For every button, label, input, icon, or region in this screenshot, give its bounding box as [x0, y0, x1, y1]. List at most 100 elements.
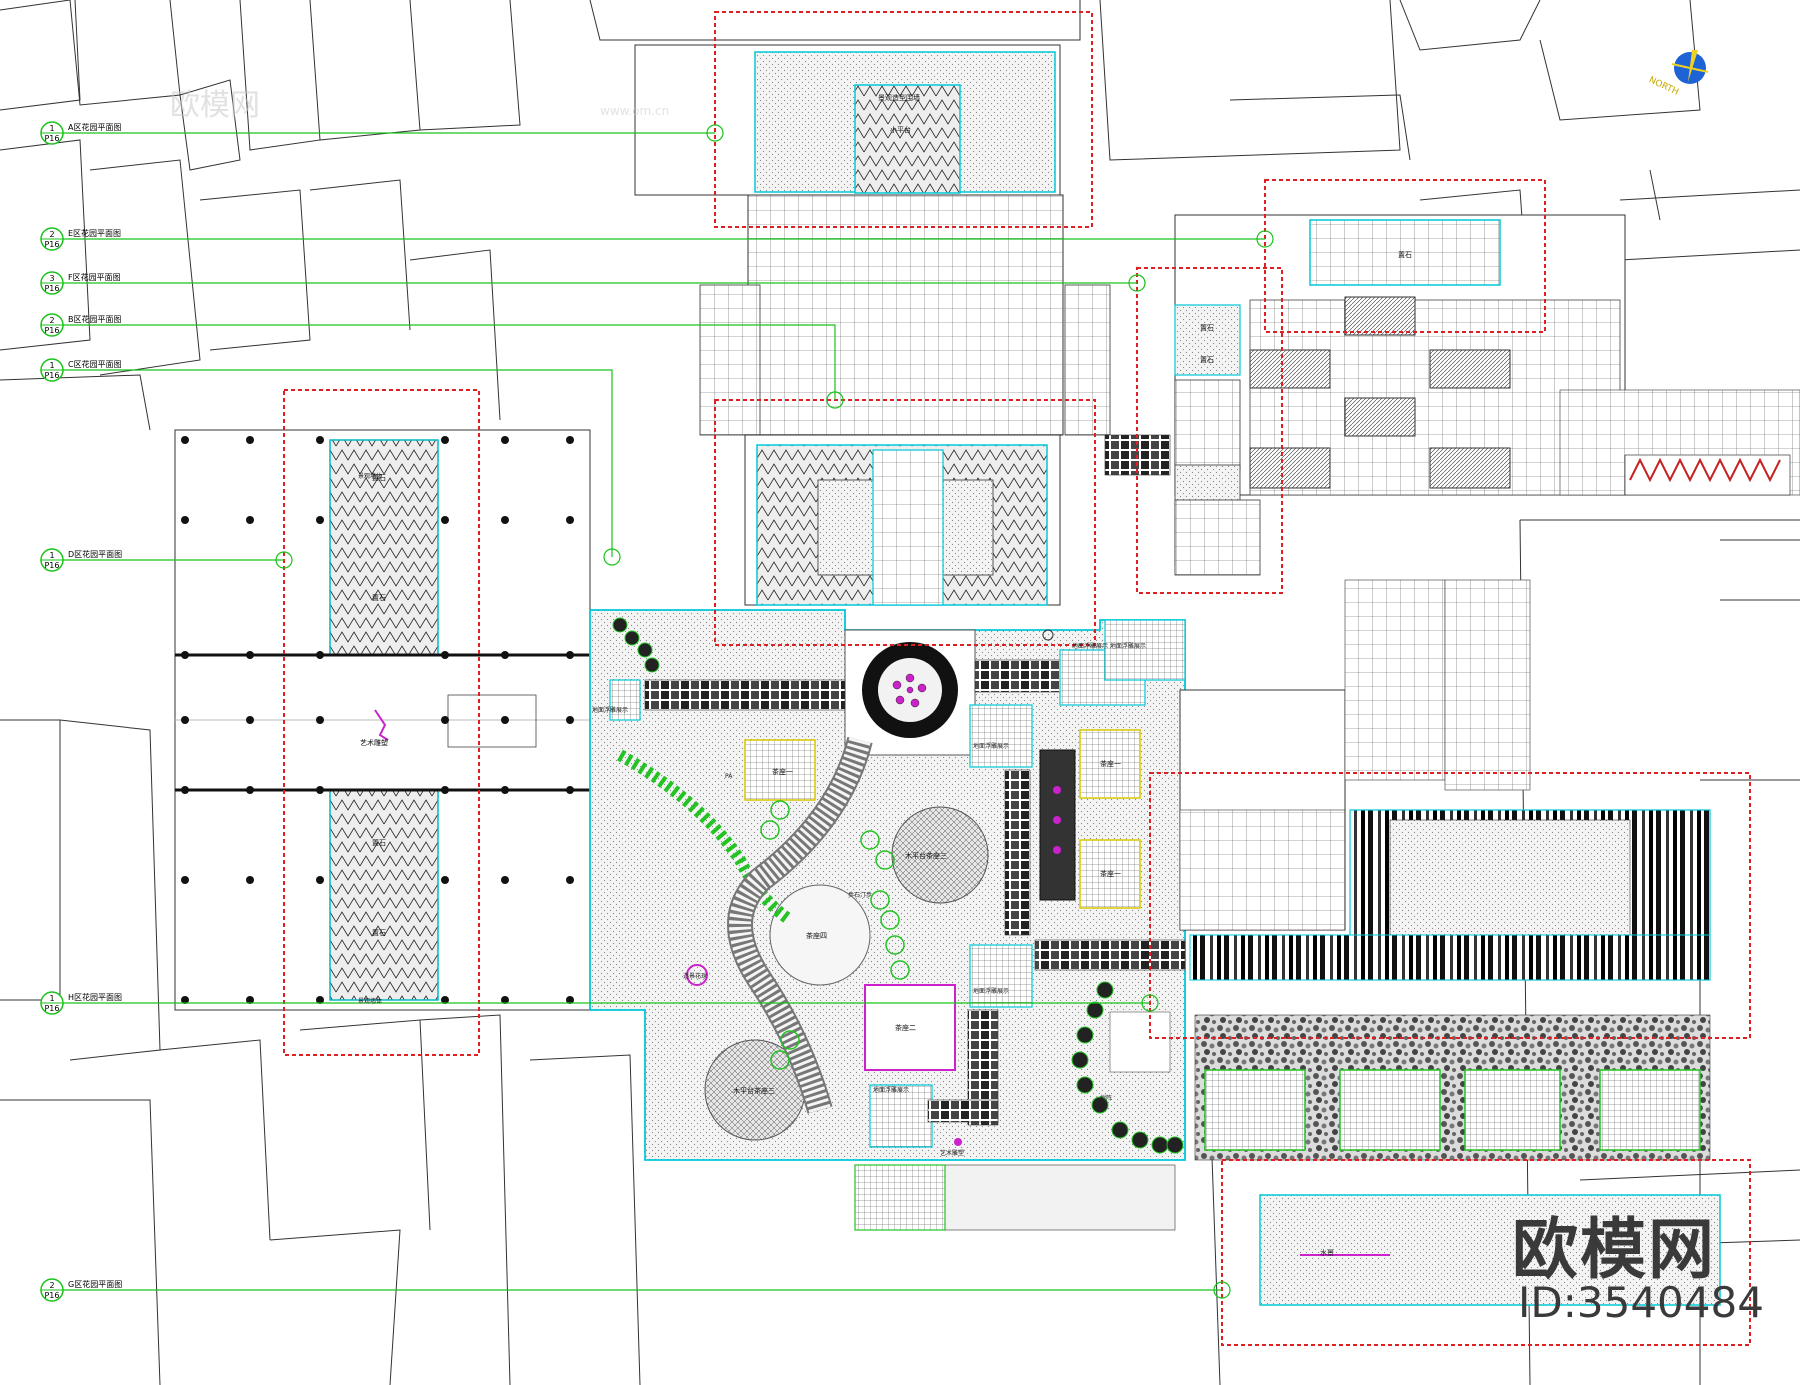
- zone-frame-g: [1221, 1159, 1751, 1346]
- pavilion-post: [181, 516, 189, 524]
- callout-sheet: P16: [44, 371, 59, 380]
- callout-sheet: P16: [44, 561, 59, 570]
- callout-label: F区花园平面图: [68, 272, 121, 282]
- label-tea3: 茶座一: [1100, 759, 1121, 768]
- callout-label: A区花园平面图: [68, 122, 121, 132]
- callout-sheet: P16: [44, 134, 59, 143]
- pavilion-post: [316, 876, 324, 884]
- zone-frame-b: [714, 399, 1096, 646]
- pavilion-post: [181, 716, 189, 724]
- pavilion-post: [441, 716, 449, 724]
- label-path: 步石汀步: [848, 891, 872, 899]
- label-stone3: 置石: [372, 839, 386, 847]
- zone-b-pavilion: [744, 434, 1061, 606]
- label-wood1: 木平台茶座三: [905, 851, 947, 860]
- pavilion-post: [181, 651, 189, 659]
- pavilion-d-h: [174, 429, 591, 1011]
- zone-frames: [283, 11, 1751, 1346]
- pavilion-post: [566, 876, 574, 884]
- zone-frame-f: [1136, 267, 1283, 594]
- callout-number: 2: [49, 230, 54, 239]
- zone-frame-d-h: [283, 389, 480, 1056]
- zone-frame-a: [714, 11, 1093, 228]
- label-art1: 艺术雕塑: [360, 738, 388, 747]
- callout-end-marker: [1128, 274, 1146, 292]
- label-pot3: 地面浮雕展示: [973, 742, 1009, 750]
- pavilion-post: [246, 876, 254, 884]
- pavilion-post: [316, 651, 324, 659]
- pavilion-post: [316, 516, 324, 524]
- zone-c-central-garden: [374, 609, 1186, 1161]
- zone-frame-h: [1149, 772, 1751, 1039]
- pavilion-post: [501, 876, 509, 884]
- pavilion-post: [501, 786, 509, 794]
- callout-leader-line: [62, 324, 836, 400]
- callout-number: 1: [49, 124, 54, 133]
- label-wall1: 景观墙体: [358, 472, 382, 480]
- label-pa: PA: [725, 773, 733, 780]
- label-pot6: 地面浮雕展示: [592, 706, 628, 714]
- pavilion-post: [566, 996, 574, 1004]
- pavilion-post: [566, 786, 574, 794]
- label-wood2: 木平台茶座三: [733, 1086, 775, 1095]
- pavilion-post: [566, 516, 574, 524]
- pavilion-post: [181, 876, 189, 884]
- label-tea1: 茶座一: [772, 767, 793, 776]
- callout-label: D区花园平面图: [68, 549, 122, 559]
- pavilion-post: [441, 516, 449, 524]
- callout-end-marker: [1213, 1281, 1231, 1299]
- label-tea4: 茶座一: [1100, 869, 1121, 878]
- label-water: 水景: [1320, 1248, 1334, 1257]
- callout-end-marker: [275, 551, 293, 569]
- plan-labels: 景观造型围墙 小平台 置石 置石 置石 置石 置石 置石 置石 茶座一 茶座二 …: [358, 93, 1412, 1257]
- callout-sheet: P16: [44, 284, 59, 293]
- pavilion-post: [246, 786, 254, 794]
- callout-end-marker: [1141, 994, 1159, 1012]
- pavilion-post: [501, 996, 509, 1004]
- label-a-top: 景观造型围墙: [878, 93, 920, 102]
- label-stone2: 置石: [372, 594, 386, 602]
- watermark-url: www.om.cn: [600, 104, 669, 118]
- callout-label: E区花园平面图: [68, 228, 121, 238]
- pavilion-post: [501, 716, 509, 724]
- callout-end-marker: [1256, 230, 1274, 248]
- label-pot2: 地面浮雕展示: [1072, 642, 1108, 650]
- callout-end-marker: [826, 391, 844, 409]
- pavilion-post: [246, 996, 254, 1004]
- pavilion-post: [501, 436, 509, 444]
- label-wall2: 景观墙体: [358, 997, 382, 1005]
- callout-number: 1: [49, 994, 54, 1003]
- callout-end-marker: [706, 124, 724, 142]
- label-shadow: 树阵: [1100, 1094, 1112, 1102]
- pavilion-post: [181, 436, 189, 444]
- pavilion-post: [246, 716, 254, 724]
- label-pot4: 地面浮雕展示: [973, 987, 1009, 995]
- logo-id: ID:3540484: [1518, 1278, 1764, 1327]
- label-flower: 造景花球: [683, 972, 707, 980]
- label-stone6: 置石: [1200, 324, 1214, 332]
- callout-sheet: P16: [44, 240, 59, 249]
- label-a-sub: 小平台: [890, 125, 911, 134]
- callout-label: C区花园平面图: [68, 359, 122, 369]
- pavilion-post: [316, 786, 324, 794]
- label-tea2: 茶座二: [895, 1023, 916, 1032]
- pavilion-post: [316, 436, 324, 444]
- pavilion-post: [441, 996, 449, 1004]
- pavilion-post: [246, 516, 254, 524]
- label-pot5: 地面浮雕展示: [873, 1086, 909, 1094]
- pavilion-post: [441, 651, 449, 659]
- callout-label: H区花园平面图: [68, 992, 122, 1002]
- label-art2: 艺术雕塑: [940, 1149, 964, 1157]
- pavilion-post: [316, 996, 324, 1004]
- pavilion-post: [246, 436, 254, 444]
- pavilion-post: [246, 651, 254, 659]
- zone-lower-right-units: [854, 579, 1721, 1306]
